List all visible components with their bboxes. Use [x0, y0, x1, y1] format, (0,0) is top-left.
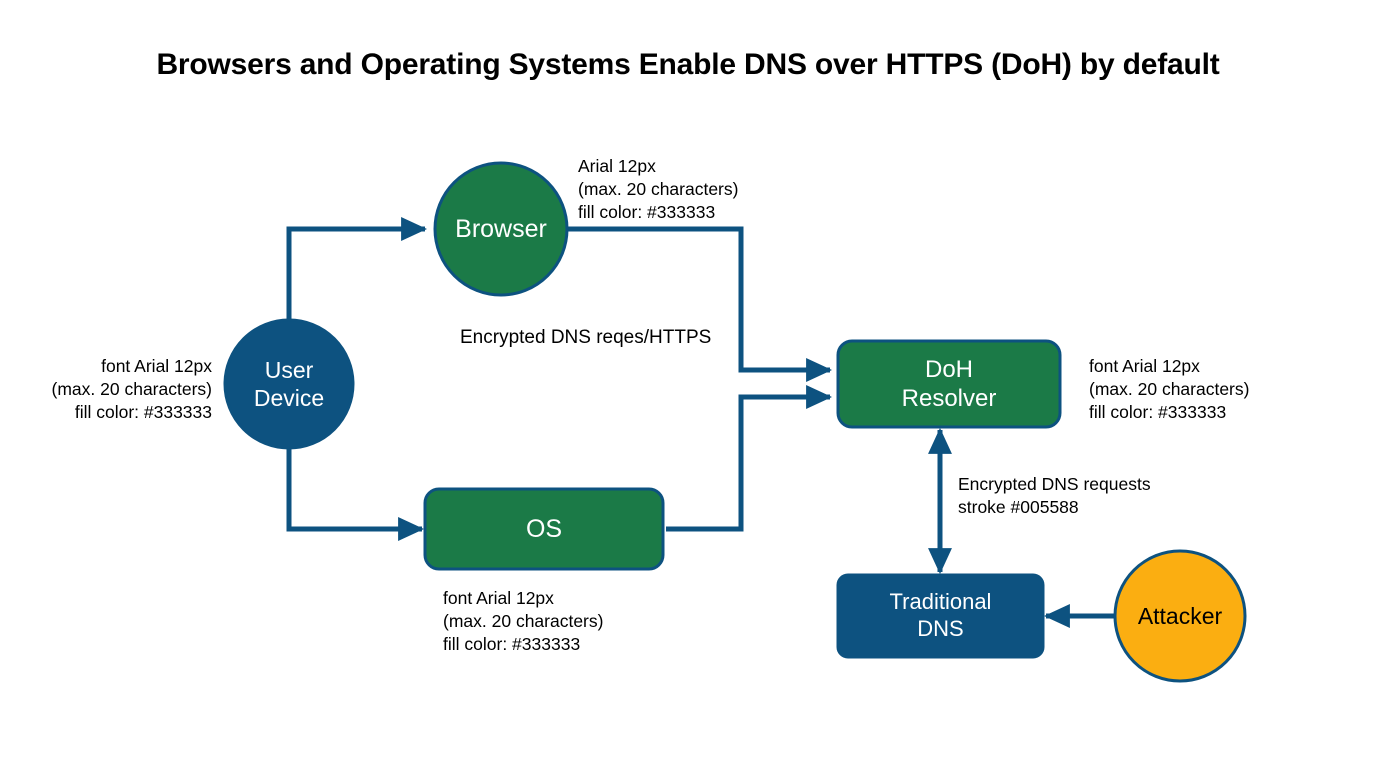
- edge-user-device-to-browser: [286, 217, 428, 320]
- edge-browser-to-doh-resolver: [568, 226, 833, 382]
- annotation-os-spec: font Arial 12px (max. 20 characters) fil…: [443, 588, 604, 654]
- edge-user-device-to-os: [286, 448, 425, 541]
- edge-label-encrypted-requests: Encrypted DNS requests stroke #005588: [958, 474, 1151, 517]
- node-os[interactable]: [423, 487, 665, 571]
- edge-os-to-doh-resolver: [666, 385, 833, 532]
- node-traditional-dns[interactable]: [836, 573, 1045, 659]
- annotation-doh-resolver-spec: font Arial 12px (max. 20 characters) fil…: [1089, 356, 1250, 422]
- annotation-user-device-spec: font Arial 12px (max. 20 characters) fil…: [51, 356, 212, 422]
- node-browser[interactable]: [433, 161, 569, 297]
- edge-label-encrypted-https: Encrypted DNS reqes/HTTPS: [460, 327, 712, 348]
- node-doh-resolver[interactable]: [836, 339, 1062, 429]
- annotation-browser-spec: Arial 12px (max. 20 characters) fill col…: [578, 156, 739, 222]
- page-title: Browsers and Operating Systems Enable DN…: [156, 48, 1220, 81]
- node-user-device[interactable]: [223, 318, 355, 450]
- node-attacker[interactable]: [1113, 549, 1247, 683]
